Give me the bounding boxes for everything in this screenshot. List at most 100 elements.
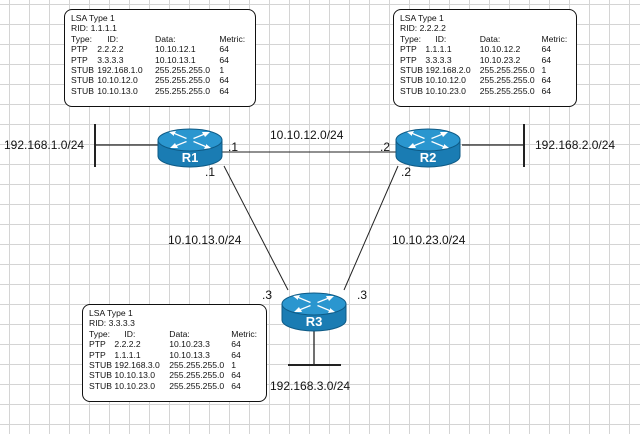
cell-id: 10.10.12.0 <box>425 75 466 86</box>
table-row: PTP 3.3.3.3 10.10.13.1 64 <box>71 55 249 65</box>
if-label-r2-to-r1: .2 <box>380 140 390 154</box>
cell-type: STUB <box>400 65 423 76</box>
cell-metric: 64 <box>219 54 229 65</box>
router-arrows-icon <box>407 131 449 149</box>
col-header-id: ID: <box>435 33 447 44</box>
cell-type: STUB <box>89 380 112 391</box>
router-label-r3: R3 <box>306 314 323 329</box>
link-label-r2-r3: 10.10.23.0/24 <box>392 233 466 247</box>
cell-id: 192.168.3.0 <box>114 360 160 371</box>
router-arrows-icon <box>169 131 211 149</box>
cell-metric: 64 <box>231 370 241 381</box>
cell-type: PTP <box>400 54 417 65</box>
cell-data: 255.255.255.0 <box>479 75 535 86</box>
cell-data: 10.10.23.2 <box>479 54 521 65</box>
lsa-rid: RID: 2.2.2.2 <box>400 23 446 34</box>
cell-type: STUB <box>71 85 94 96</box>
cell-metric: 64 <box>541 44 551 55</box>
cell-metric: 64 <box>231 349 241 360</box>
router-arrows-icon <box>293 295 335 313</box>
cell-data: 10.10.23.3 <box>169 339 210 350</box>
lan-label-r1: 192.168.1.0/24 <box>4 138 84 152</box>
router-r1: R1 <box>157 128 223 168</box>
table-row: PTP 3.3.3.3 10.10.23.2 64 <box>400 55 570 65</box>
col-header-data: Data: <box>169 328 190 339</box>
col-header-data: Data: <box>155 33 176 44</box>
cell-data: 10.10.13.3 <box>169 349 210 360</box>
cell-type: STUB <box>71 65 94 76</box>
cell-data: 10.10.13.1 <box>155 54 196 65</box>
cell-metric: 64 <box>219 75 229 86</box>
cell-metric: 1 <box>541 65 547 76</box>
col-header-type: Type: <box>71 33 93 44</box>
cell-data: 255.255.255.0 <box>479 65 535 76</box>
lsa-header-row: Type: ID: Data: Metric: <box>400 34 570 44</box>
lsa-rid: RID: 1.1.1.1 <box>71 23 117 34</box>
cell-id: 10.10.12.0 <box>97 75 138 86</box>
cell-metric: 64 <box>231 339 241 350</box>
cell-id: 1.1.1.1 <box>114 349 141 360</box>
cell-id: 3.3.3.3 <box>425 54 452 65</box>
cell-type: PTP <box>89 349 106 360</box>
if-label-r1-to-r3: .1 <box>205 165 215 179</box>
lan-label-r2: 192.168.2.0/24 <box>535 138 615 152</box>
cell-data: 10.10.12.2 <box>479 44 521 55</box>
cell-metric: 64 <box>219 85 229 96</box>
cell-type: STUB <box>89 360 112 371</box>
lsa-table-r1: LSA Type 1 RID: 1.1.1.1 Type: ID: Data: … <box>64 9 256 107</box>
col-header-metric: Metric: <box>541 33 568 44</box>
lsa-title: LSA Type 1 <box>71 13 115 23</box>
cell-data: 255.255.255.0 <box>169 360 225 371</box>
cell-metric: 64 <box>231 380 241 391</box>
cell-id: 3.3.3.3 <box>97 54 124 65</box>
router-r2: R2 <box>395 128 461 168</box>
cell-type: PTP <box>400 44 417 55</box>
col-header-metric: Metric: <box>231 328 258 339</box>
lsa-title: LSA Type 1 <box>400 13 444 23</box>
if-label-r1-to-r2: .1 <box>228 140 238 154</box>
cell-data: 255.255.255.0 <box>155 85 210 96</box>
col-header-id: ID: <box>107 33 119 44</box>
lsa-header-row: Type: ID: Data: Metric: <box>89 329 260 339</box>
cell-metric: 64 <box>541 85 551 96</box>
if-label-r3-to-r2: .3 <box>357 288 367 302</box>
cell-data: 255.255.255.0 <box>479 85 535 96</box>
link-r2-r3 <box>343 165 399 291</box>
cell-type: PTP <box>71 44 88 55</box>
cell-data: 255.255.255.0 <box>169 370 225 381</box>
table-row: PTP 1.1.1.1 10.10.13.3 64 <box>89 350 260 360</box>
lsa-rows: Type: ID: Data: Metric: PTP 1.1.1.1 10.10.… <box>400 34 570 96</box>
cell-id: 1.1.1.1 <box>425 44 452 55</box>
cell-metric: 64 <box>541 54 551 65</box>
cell-id: 10.10.13.0 <box>114 370 156 381</box>
cell-type: PTP <box>89 339 106 350</box>
col-header-id: ID: <box>124 328 136 339</box>
cell-metric: 1 <box>219 65 225 76</box>
lsa-table-r2: LSA Type 1 RID: 2.2.2.2 Type: ID: Data: … <box>393 9 577 107</box>
lsa-table-r3: LSA Type 1 RID: 3.3.3.3 Type: ID: Data: … <box>82 304 267 402</box>
link-r1-r3 <box>223 165 289 291</box>
lsa-rid: RID: 3.3.3.3 <box>89 318 135 329</box>
link-label-r1-r2: 10.10.12.0/24 <box>270 128 344 142</box>
cell-id: 192.168.2.0 <box>425 65 471 76</box>
if-label-r2-to-r3: .2 <box>401 165 411 179</box>
cell-type: PTP <box>71 54 88 65</box>
cell-type: STUB <box>400 85 423 96</box>
cell-type: STUB <box>71 75 94 86</box>
cell-id: 10.10.23.0 <box>425 85 466 96</box>
col-header-type: Type: <box>89 328 111 339</box>
router-label-r2: R2 <box>420 150 437 165</box>
if-label-r3-to-r1: .3 <box>262 288 272 302</box>
cell-id: 192.168.1.0 <box>97 65 143 76</box>
